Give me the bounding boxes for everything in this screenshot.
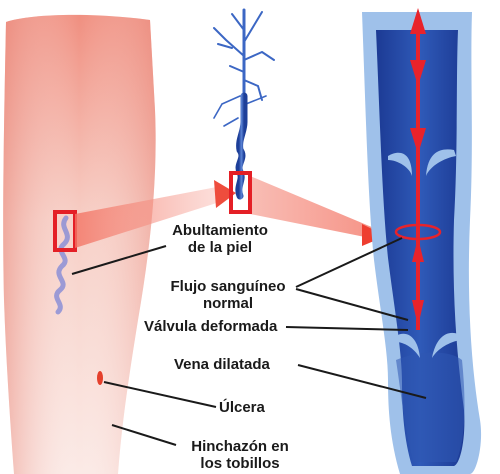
label-dilated-vein: Vena dilatada [174, 356, 270, 373]
label-ankle-swelling: Hinchazón en los tobillos [170, 438, 310, 472]
label-ankle-swelling-line2: los tobillos [170, 455, 310, 472]
label-normal-flow: Flujo sanguíneo normal [158, 278, 298, 312]
vein-cross-section [362, 8, 481, 474]
label-ankle-swelling-line1: Hinchazón en [170, 438, 310, 455]
label-skin-bulge: Abultamiento de la piel [150, 222, 290, 256]
ulcer-mark [97, 371, 103, 385]
label-normal-flow-line1: Flujo sanguíneo [158, 278, 298, 295]
label-deformed-valve: Válvula deformada [144, 318, 277, 335]
label-skin-bulge-line1: Abultamiento [150, 222, 290, 239]
label-ulcer: Úlcera [219, 399, 265, 416]
vein-tree [214, 10, 274, 196]
label-skin-bulge-line2: de la piel [150, 239, 290, 256]
label-normal-flow-line2: normal [158, 295, 298, 312]
